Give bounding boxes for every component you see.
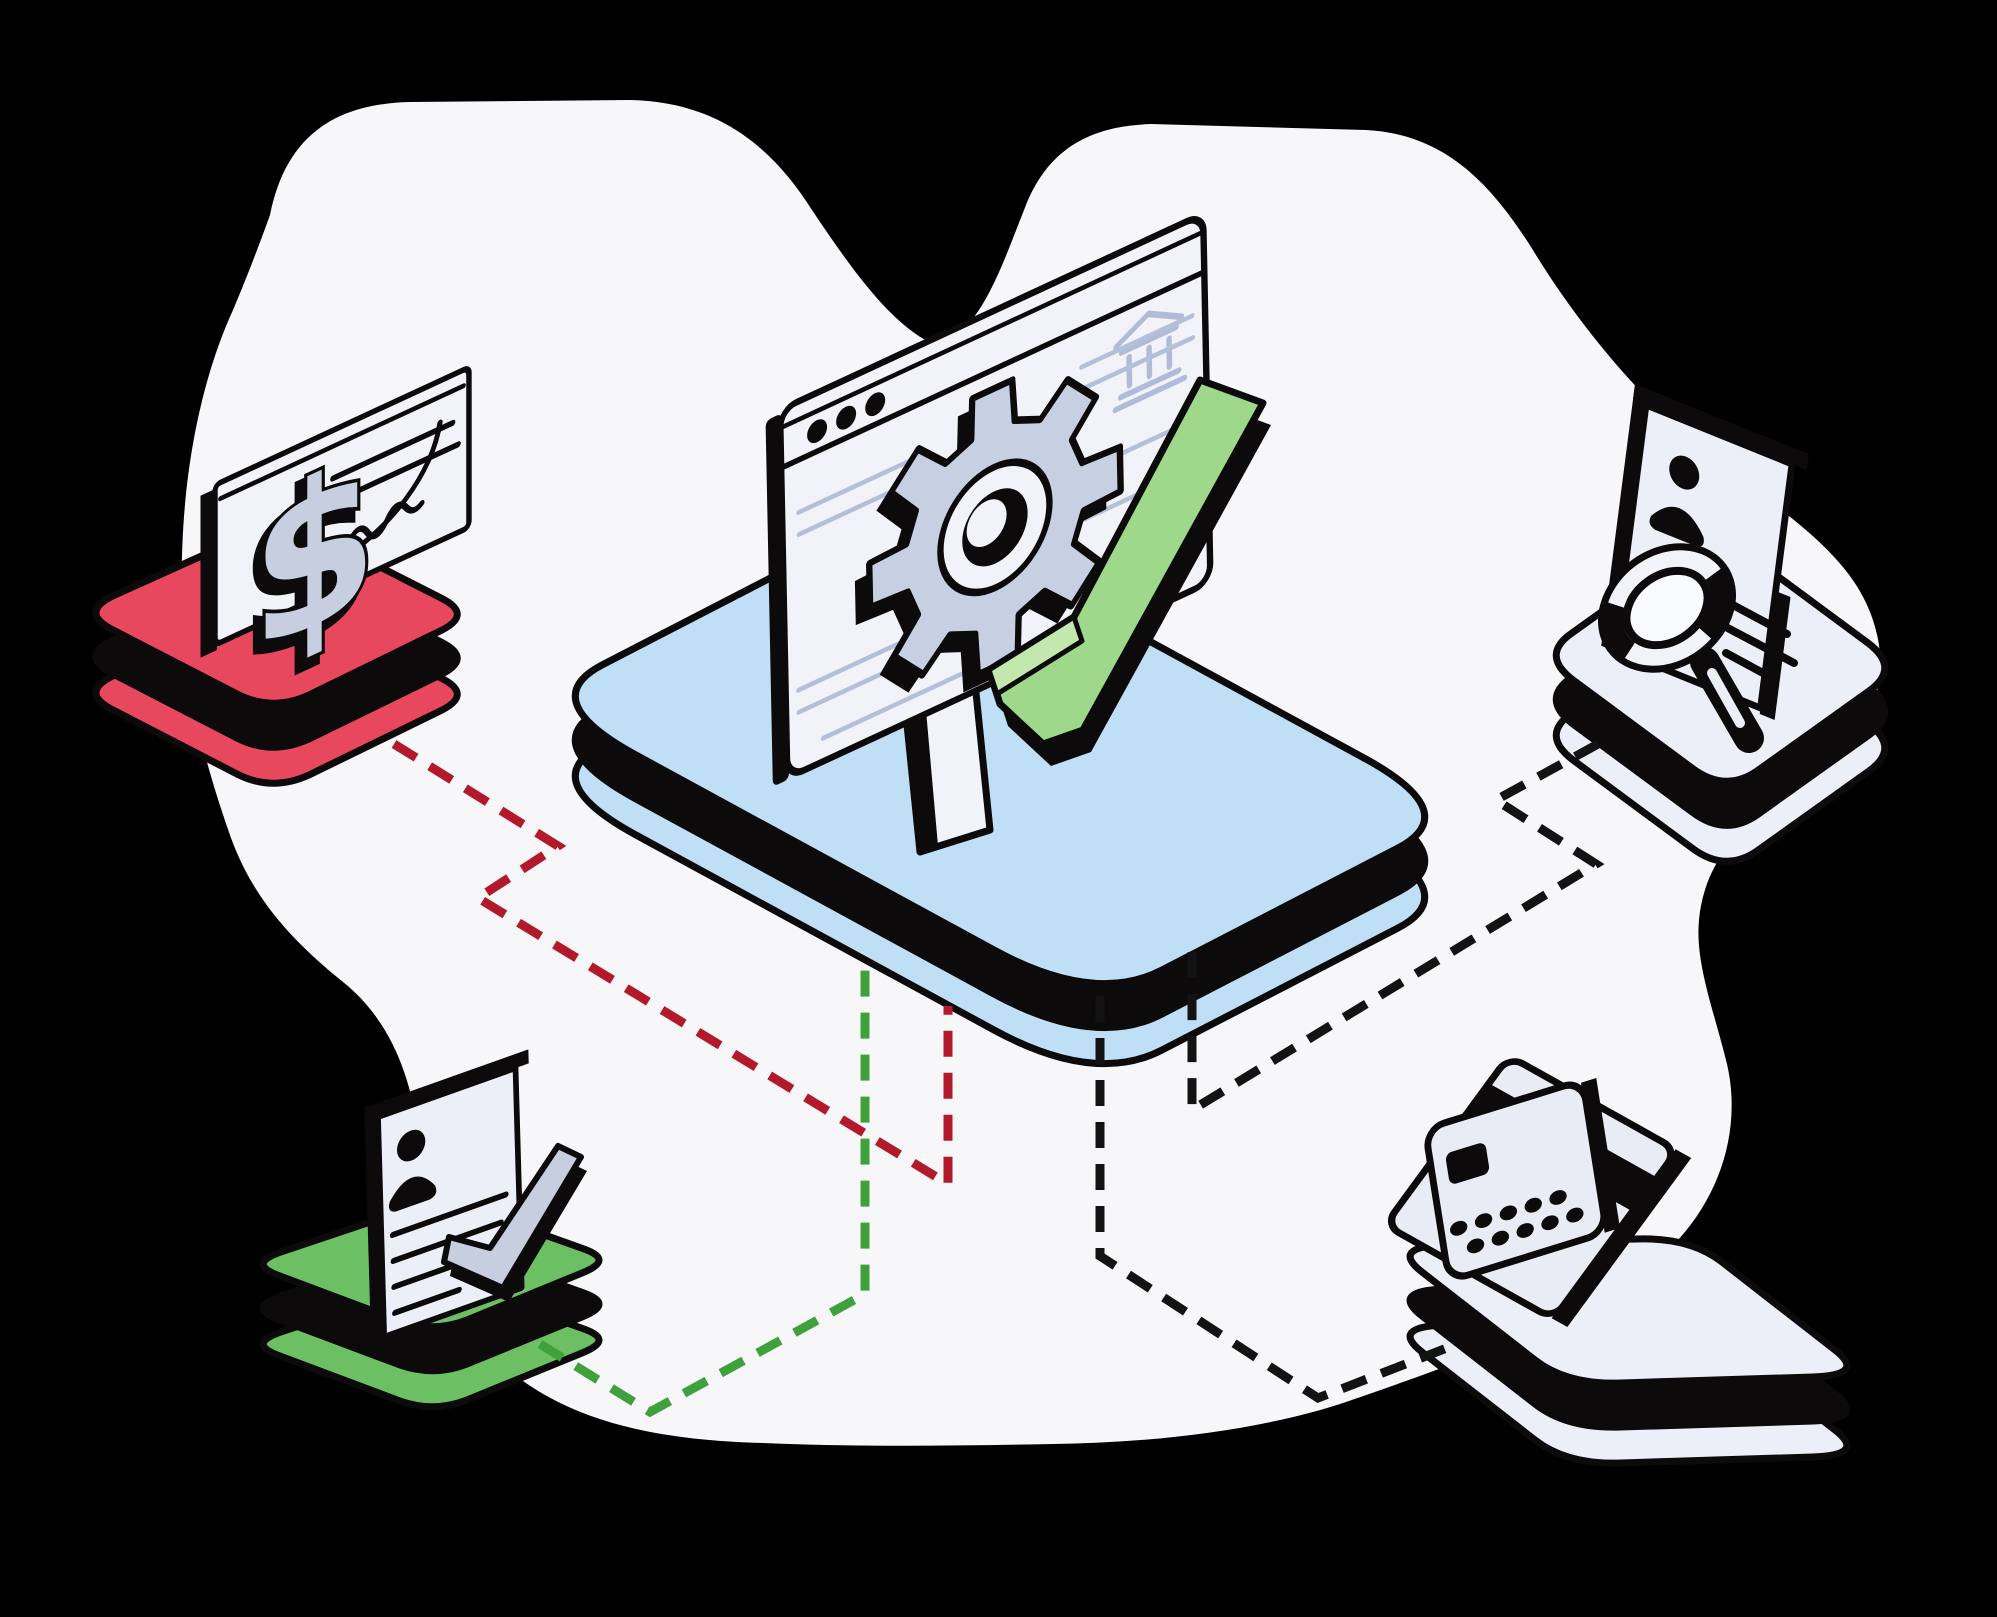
doc-text-line (392, 1286, 462, 1316)
gear-hole-highlight (966, 499, 1007, 547)
connector-red-dashed (391, 740, 953, 1193)
browser-dot (836, 405, 857, 430)
browser-window (765, 216, 1214, 785)
check-face (212, 366, 472, 647)
browser-dot (865, 392, 886, 417)
magnifier-ring-shading (1603, 548, 1731, 668)
signature-squiggle (344, 499, 425, 549)
card-face (1424, 1081, 1608, 1280)
bank-icon (1112, 310, 1188, 414)
connector-black-dashed-bottom (1095, 996, 1454, 1404)
signature-flourish (330, 419, 443, 568)
doc-text-line (389, 1191, 509, 1239)
card-number-dots (1450, 1190, 1584, 1254)
small-checkmark-icon (441, 1143, 584, 1291)
node-id-approved (263, 1049, 599, 1406)
check-top-line (218, 383, 466, 502)
person-avatar-head (1669, 455, 1700, 490)
card-side-edge (1551, 1149, 1692, 1328)
magnifier-handle-highlight (1707, 668, 1745, 728)
node-credit-cards (1387, 1058, 1847, 1463)
node-bank-check: $ $ (96, 366, 472, 783)
person-avatar-shoulders (1649, 506, 1704, 547)
magnifier-lens (1622, 566, 1712, 650)
doc-top-edge (1632, 383, 1809, 471)
browser-dot (807, 419, 828, 444)
node-verification-hub (575, 216, 1424, 1064)
person-avatar-shoulders (388, 1176, 437, 1212)
checkmark-bevel (986, 614, 1085, 697)
gear-icon (854, 376, 1124, 693)
node-identity-search (1556, 383, 1885, 861)
scan-line (1718, 621, 1798, 667)
card-chip (1445, 1143, 1490, 1184)
big-checkmark-icon (985, 376, 1271, 766)
check-line (348, 441, 461, 498)
window-top-edge-line (781, 229, 1204, 430)
doc-top-edge (364, 1049, 529, 1122)
monitor-stand-side (905, 699, 938, 852)
check-line (330, 419, 456, 482)
connector-green-dashed (537, 962, 870, 1418)
titlebar-separator (780, 268, 1208, 471)
connector-black-dashed-right (1187, 740, 1605, 1119)
credit-card-front (1424, 1077, 1620, 1280)
scan-line (1722, 649, 1778, 683)
person-avatar-head (397, 1129, 426, 1162)
magnifying-glass-icon (1597, 543, 1798, 753)
